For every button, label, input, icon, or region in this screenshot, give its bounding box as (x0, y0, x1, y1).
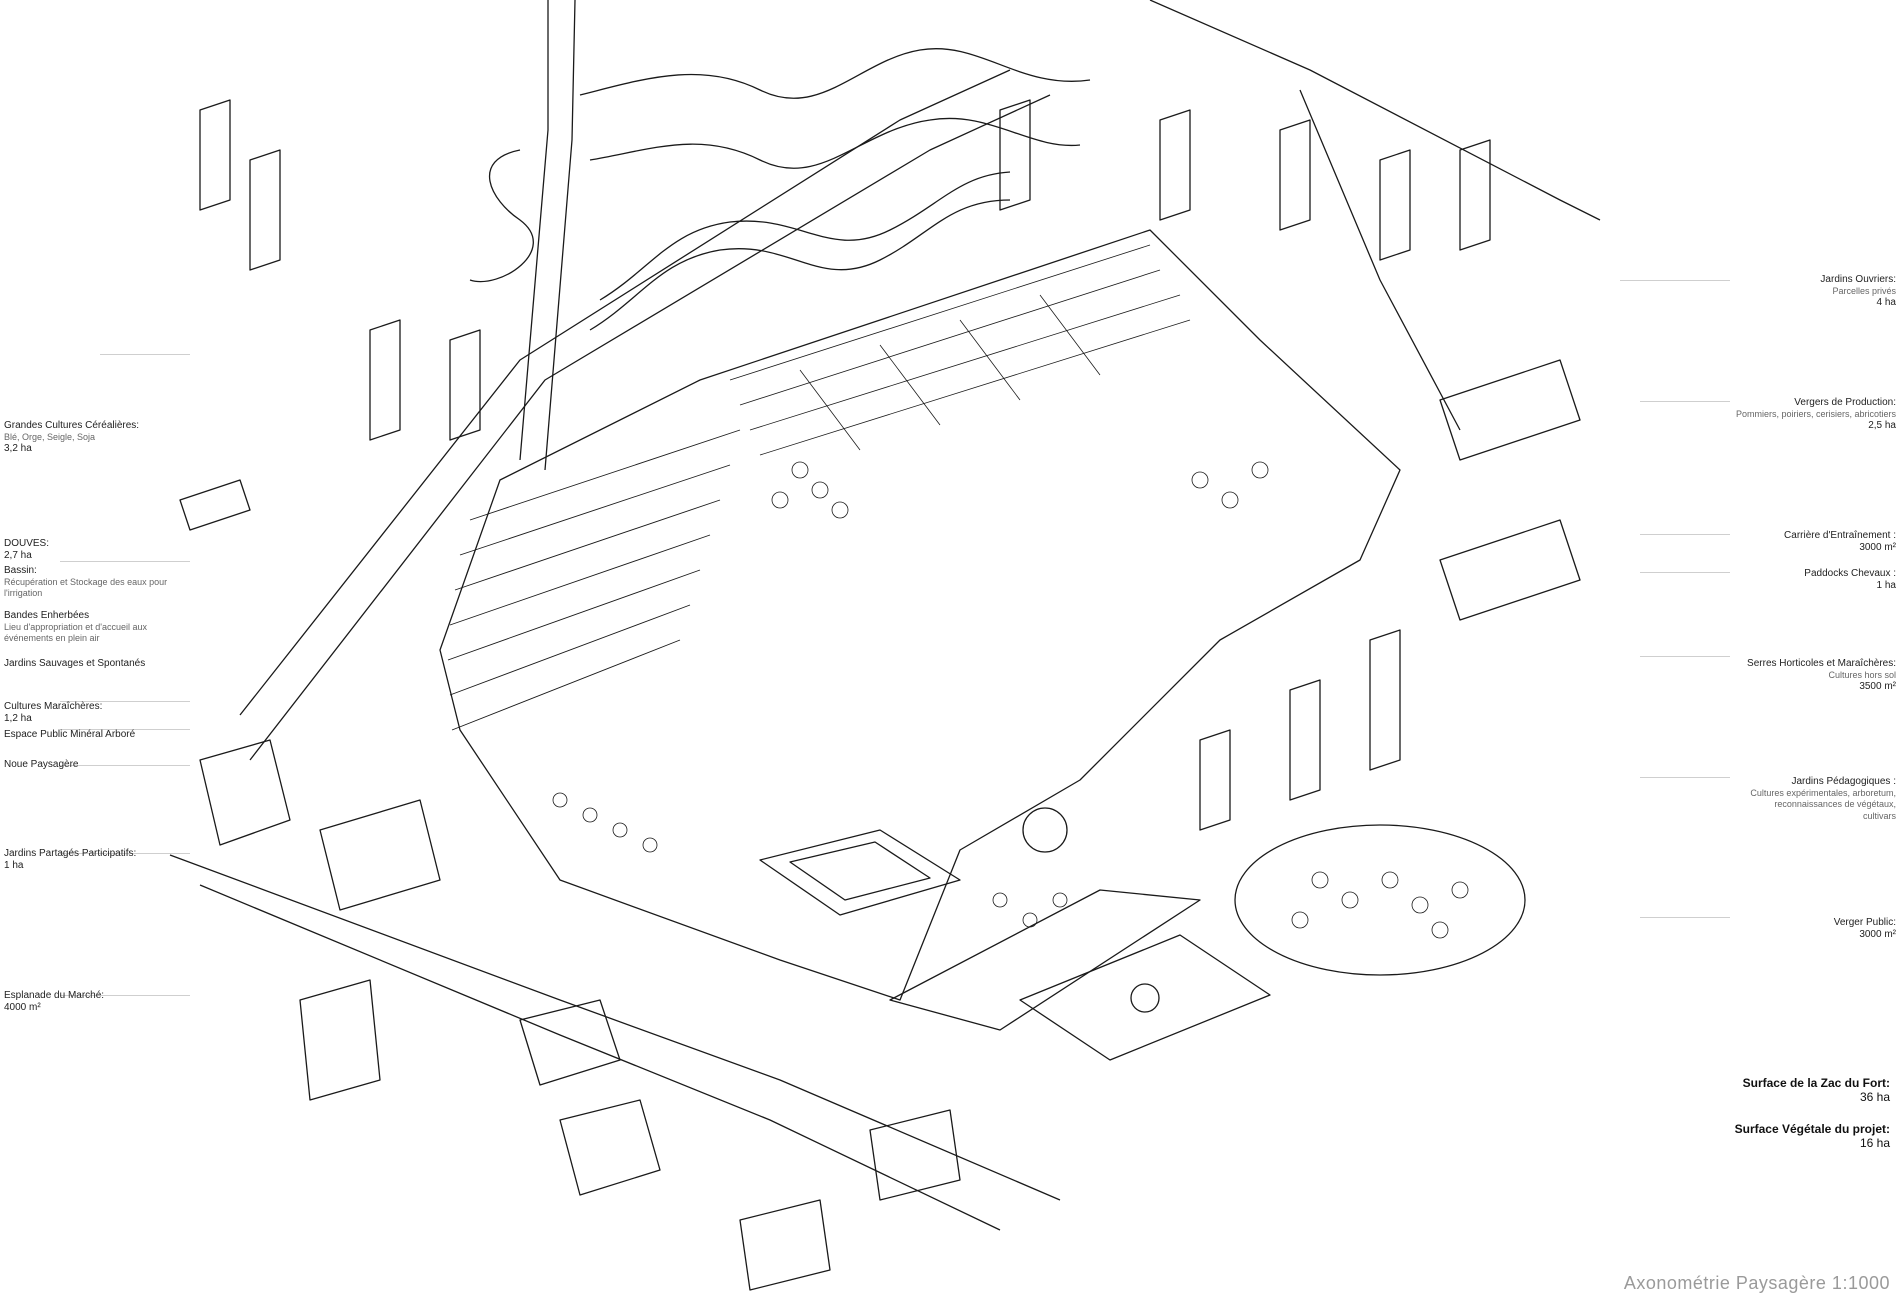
leader-line (1640, 572, 1730, 573)
road-bottom-2 (199, 884, 1001, 1231)
leader-line (1640, 656, 1730, 657)
wavy-building-4 (599, 171, 1011, 301)
summary-value: 16 ha (1859, 1136, 1890, 1150)
label-bassin: Bassin: Récupération et Stockage des eau… (4, 565, 169, 600)
label-serres: Serres Horticoles et Maraîchères: Cultur… (1747, 658, 1896, 693)
label-value: 2,5 ha (1868, 420, 1896, 431)
label-title: Noue Paysagère (4, 759, 79, 770)
summary-zac-surface: Surface de la Zac du Fort: 36 ha (1743, 1076, 1890, 1104)
label-title: Espace Public Minéral Arboré (4, 729, 136, 740)
label-jardins-sauvages: Jardins Sauvages et Spontanés (4, 658, 145, 670)
label-carriere: Carrière d'Entraînement : 3000 m² (1784, 530, 1896, 553)
label-sub: Cultures hors sol (1828, 669, 1896, 680)
label-bandes-enherbees: Bandes Enherbées Lieu d'appropriation et… (4, 610, 169, 645)
label-value: 4 ha (1876, 297, 1896, 308)
label-noue-paysagere: Noue Paysagère (4, 759, 79, 771)
drawing-title: Axonométrie Paysagère 1:1000 (1623, 1273, 1890, 1293)
football-pitch (1019, 934, 1271, 1061)
label-value: 1 ha (4, 859, 24, 871)
road-left (239, 69, 1011, 716)
label-title: Jardins Pédagogiques : (1791, 776, 1896, 787)
leader-line (60, 853, 190, 854)
label-esplanade-marche: Esplanade du Marché: 4000 m² (4, 990, 104, 1013)
label-title: Jardins Partagés Participatifs: (4, 848, 137, 859)
low-blocks (179, 359, 1581, 1291)
leader-line (60, 561, 190, 562)
leader-line (100, 354, 190, 355)
road-bottom (169, 854, 1061, 1201)
label-value: 3,2 ha (4, 443, 32, 454)
leader-line (1620, 280, 1730, 281)
market-hall (759, 829, 961, 916)
site-outline (439, 229, 1401, 1001)
wavy-building-3 (589, 199, 1011, 331)
label-title: Grandes Cultures Céréalières: (4, 420, 140, 431)
wavy-building (579, 48, 1091, 99)
label-value: 3000 m² (1859, 928, 1896, 940)
label-value: 3000 m² (1859, 541, 1896, 553)
label-jardins-pedagogiques: Jardins Pédagogiques : Cultures expérime… (1746, 776, 1896, 822)
road-vertical-2 (544, 0, 576, 471)
label-jardins-partages: Jardins Partagés Participatifs: 1 ha (4, 848, 136, 871)
label-cultures-maraicheres: Cultures Maraîchères: 1,2 ha (4, 701, 102, 724)
label-sub: Parcelles privés (1832, 285, 1896, 296)
label-title: Jardins Ouvriers: (1820, 274, 1896, 285)
label-espace-public: Espace Public Minéral Arboré (4, 729, 135, 741)
label-paddocks: Paddocks Chevaux : 1 ha (1804, 568, 1896, 591)
leader-line (1640, 534, 1730, 535)
summary-value: 36 ha (1859, 1090, 1890, 1104)
label-title: Vergers de Production: (1794, 397, 1896, 408)
leader-line (60, 765, 190, 766)
label-grandes-cultures: Grandes Cultures Céréalières: Blé, Orge,… (4, 420, 139, 455)
label-title: Jardins Sauvages et Spontanés (4, 658, 146, 669)
label-title: DOUVES: (4, 538, 50, 549)
label-title: Serres Horticoles et Maraîchères: (1747, 658, 1896, 669)
summary-vegetal-surface: Surface Végétale du projet: 16 ha (1735, 1122, 1890, 1150)
label-sub: Pommiers, poiriers, cerisiers, abricotie… (1735, 408, 1896, 419)
label-value: 1,2 ha (4, 712, 32, 724)
label-title: Verger Public: (1833, 917, 1896, 928)
label-value: 3500 m² (1859, 681, 1896, 692)
label-sub: Cultures expérimentales, arboretum, reco… (1750, 787, 1896, 821)
wavy-building-2 (589, 117, 1081, 169)
label-sub: Blé, Orge, Seigle, Soja (4, 431, 96, 442)
market-hall-inner (789, 841, 931, 901)
label-sub: Récupération et Stockage des eaux pour l… (4, 576, 168, 599)
label-value: 2,7 ha (4, 549, 32, 561)
road-diagonal (1299, 89, 1461, 431)
workers-gardens (729, 244, 1191, 456)
label-vergers-production: Vergers de Production: Pommiers, poirier… (1736, 397, 1896, 432)
label-title: Esplanade du Marché: (4, 990, 105, 1001)
trees (552, 461, 1469, 939)
label-title: Bassin: (4, 565, 37, 576)
road-vertical (519, 0, 549, 461)
leader-line (60, 729, 190, 730)
pavilion (1022, 807, 1068, 853)
public-orchard (1234, 824, 1526, 976)
label-value: 4000 m² (4, 1001, 41, 1013)
leader-line (60, 995, 190, 996)
curvy-road (469, 149, 534, 283)
label-jardins-ouvriers: Jardins Ouvriers: Parcelles privés 4 ha (1820, 274, 1896, 309)
summary-title: Surface de la Zac du Fort: (1742, 1076, 1890, 1090)
label-douves: DOUVES: 2,7 ha (4, 538, 49, 561)
road-left-2 (249, 94, 1051, 761)
label-sub: Lieu d'appropriation et d'accueil aux év… (4, 621, 148, 644)
label-title: Carrière d'Entraînement : (1784, 530, 1896, 541)
summary-title: Surface Végétale du projet: (1734, 1122, 1890, 1136)
label-title: Bandes Enherbées (4, 610, 90, 621)
label-title: Cultures Maraîchères: (4, 701, 103, 712)
label-value: 1 ha (1876, 579, 1896, 591)
label-verger-public: Verger Public: 3000 m² (1834, 917, 1896, 940)
leader-line (1640, 917, 1730, 918)
leader-line (60, 701, 190, 702)
label-title: Paddocks Chevaux : (1804, 568, 1896, 579)
cereal-fields (447, 429, 741, 731)
tower-blocks (199, 99, 1491, 831)
leader-line (1640, 401, 1730, 402)
road-top-right (1149, 0, 1601, 221)
leader-line (1640, 777, 1730, 778)
